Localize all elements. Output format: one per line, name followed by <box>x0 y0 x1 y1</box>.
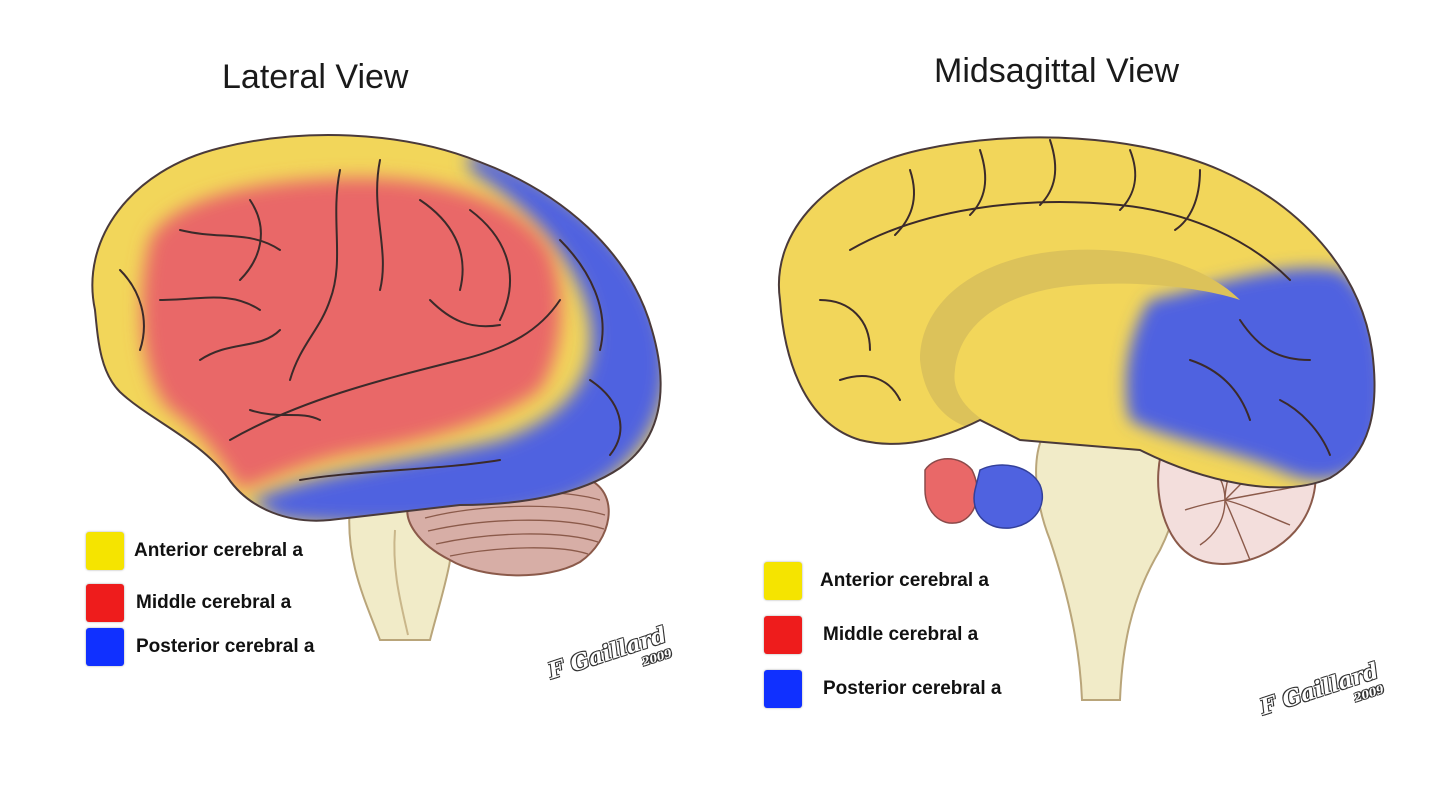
legend-label: Middle cerebral a <box>823 624 979 645</box>
midsagittal-corpus-callosum <box>920 249 1240 431</box>
legend-label: Posterior cerebral a <box>823 678 1002 699</box>
midsagittal-view-panel: Midsagittal View <box>720 0 1440 800</box>
lateral-sulci <box>119 159 622 481</box>
legend-label: Anterior cerebral a <box>134 540 303 561</box>
midsagittal-sulci <box>819 139 1331 456</box>
anterior-swatch <box>764 562 802 600</box>
midsagittal-posterior-temporal <box>973 464 1044 529</box>
lateral-brainstem-line <box>393 529 409 636</box>
midsagittal-cortex-outline <box>777 136 1376 489</box>
posterior-swatch <box>764 670 802 708</box>
midsagittal-brain-illustration <box>777 136 1376 701</box>
anterior-swatch <box>86 532 124 570</box>
legend-label: Anterior cerebral a <box>820 570 989 591</box>
lateral-middle-territory <box>141 177 561 490</box>
legend-label: Posterior cerebral a <box>136 636 315 657</box>
midsagittal-middle-territory <box>924 458 979 524</box>
legend-label: Middle cerebral a <box>136 592 292 613</box>
lateral-view-title: Lateral View <box>222 58 409 96</box>
middle-swatch <box>86 584 124 622</box>
lateral-view-panel: Lateral View <box>86 58 674 685</box>
posterior-swatch <box>86 628 124 666</box>
lateral-brain-illustration <box>91 134 662 641</box>
middle-swatch <box>764 616 802 654</box>
midsagittal-view-title: Midsagittal View <box>934 52 1180 90</box>
midsagittal-posterior-territory <box>1126 267 1375 480</box>
lateral-cerebrum-outline <box>91 134 662 522</box>
